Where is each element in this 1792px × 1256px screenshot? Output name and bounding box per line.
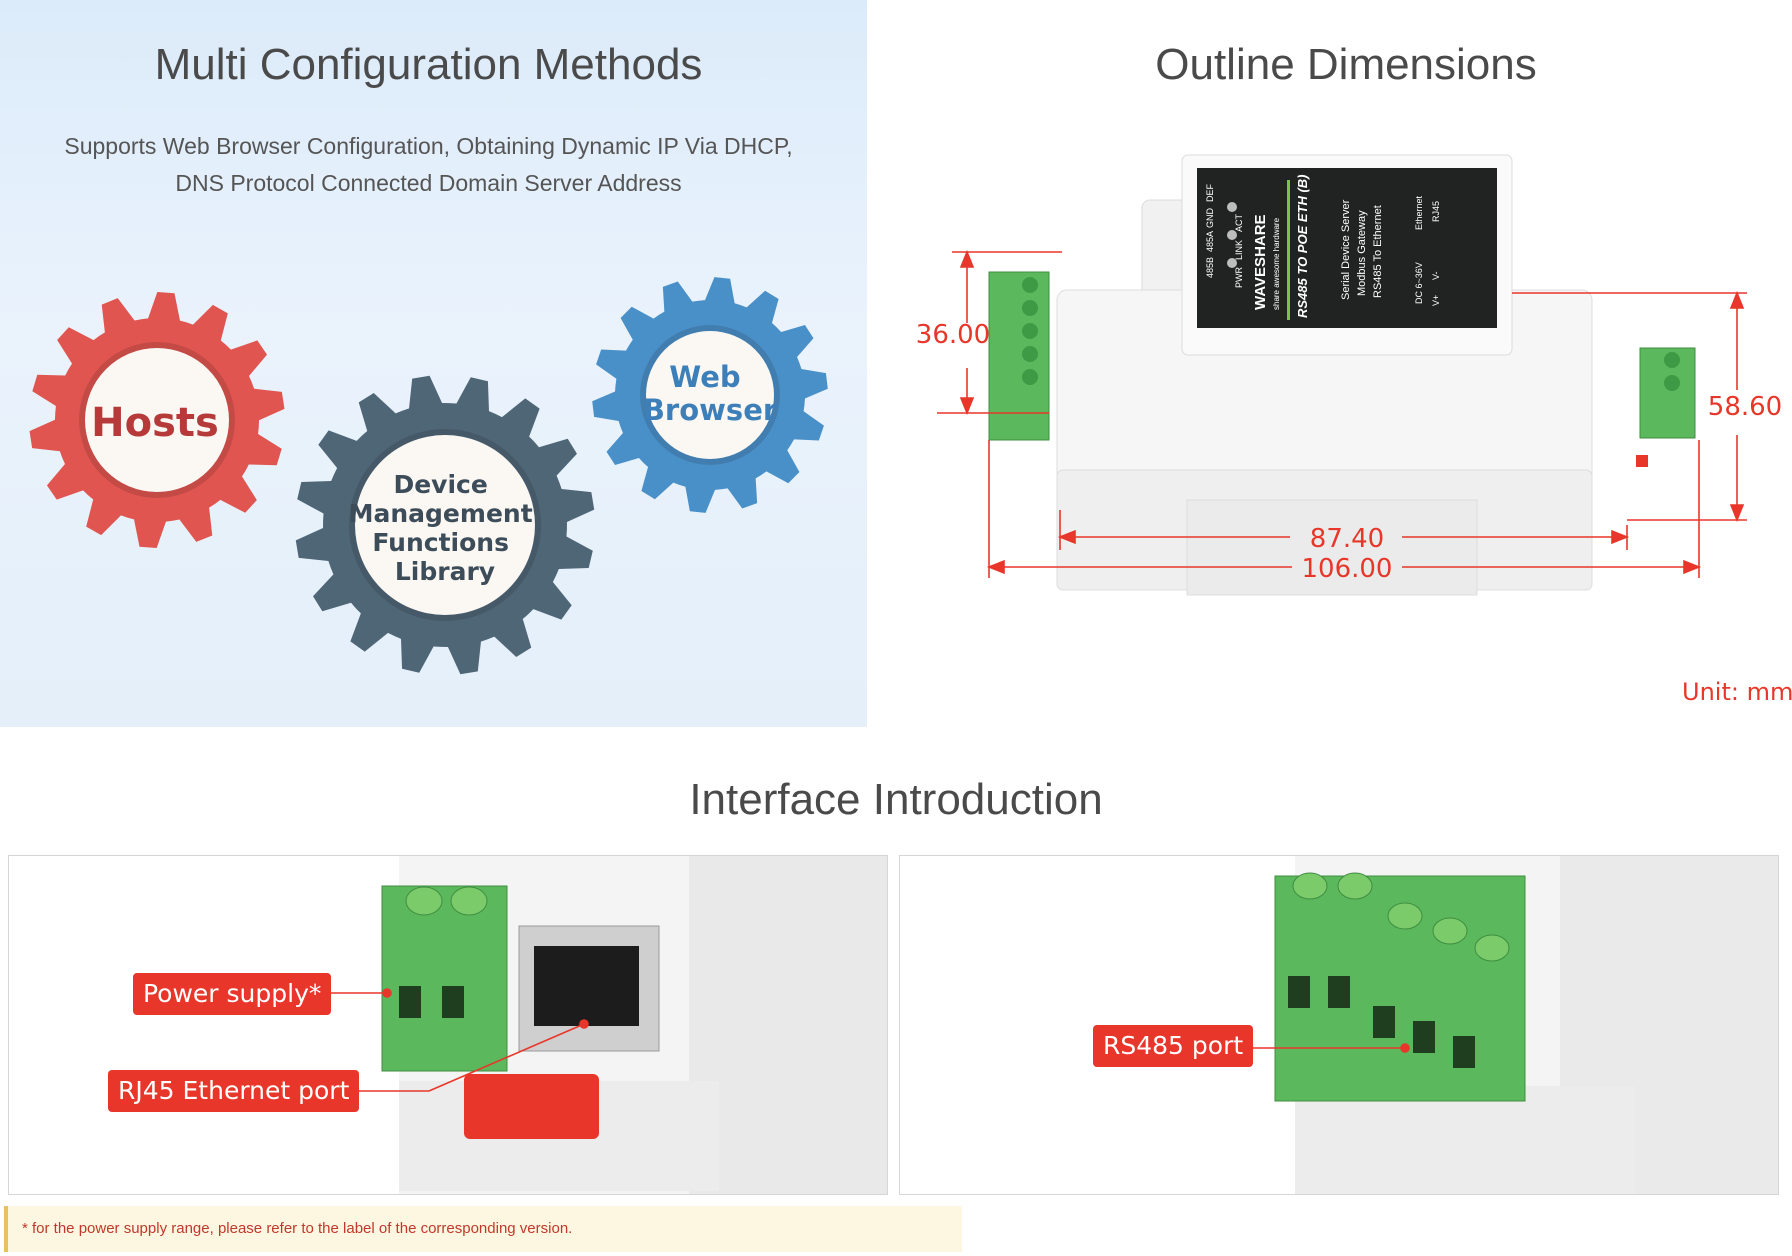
outline-dimensions-drawing: WAVESHARE share awesome hardware RS485 T… [916, 154, 1792, 706]
device-management-gear [295, 375, 595, 675]
rs485-port-callout: RS485 port [1093, 1025, 1254, 1067]
terminal-text: GND [1205, 208, 1215, 229]
gears-illustration: Hosts Device Management Functions Librar… [29, 277, 828, 675]
left-terminal-block [988, 271, 1050, 441]
right-terminal-block [1636, 347, 1696, 467]
config-methods-description: Supports Web Browser Configuration, Obta… [0, 128, 857, 202]
power-supply-footnote: * for the power supply range, please ref… [4, 1206, 962, 1252]
led-text: PWR [1234, 267, 1244, 288]
web-gear-label-line: Web [669, 360, 740, 394]
led-indicator [1227, 230, 1237, 240]
config-methods-title: Multi Configuration Methods [154, 40, 703, 89]
port-text: RJ45 [1431, 201, 1441, 222]
led-text: ACT [1234, 213, 1244, 232]
power-rj45-illustration [321, 856, 887, 1194]
terminal-text: 485B [1205, 257, 1215, 278]
led-indicator [1227, 202, 1237, 212]
led-indicator [1227, 258, 1237, 268]
web-gear-label-line: Browser [643, 393, 778, 427]
model-text: RS485 TO POE ETH (B) [1295, 174, 1310, 318]
description-line-2: DNS Protocol Connected Domain Server Add… [175, 170, 682, 196]
din-clip [464, 1074, 599, 1139]
device-gear-label: Device Management Functions Library [349, 470, 542, 586]
power-terminal-block [381, 885, 508, 1072]
device-gear-label-line: Device [393, 470, 487, 499]
rs485-illustration [1233, 856, 1778, 1194]
width-outer-label: 106.00 [1302, 554, 1393, 584]
voltage-text: DC 6~36V [1414, 262, 1424, 304]
power-rj45-photo [8, 855, 888, 1195]
interface-introduction-title: Interface Introduction [689, 775, 1103, 824]
feature-text: RS485 To Ethernet [1372, 205, 1384, 298]
hosts-gear-label: Hosts [91, 400, 219, 446]
device-gear-label-line: Library [395, 557, 495, 586]
outline-dimensions-title: Outline Dimensions [1155, 40, 1537, 89]
gear-hub [85, 348, 229, 492]
gear-hub [646, 331, 774, 459]
pin-text: V+ [1431, 295, 1441, 306]
brand-tagline: share awesome hardware [1272, 217, 1281, 310]
gear-hub [355, 435, 535, 615]
callout-leaders [1233, 1043, 1410, 1053]
rs485-terminal-block [1274, 872, 1526, 1102]
terminal-text: DEF [1205, 183, 1215, 202]
device-body [1056, 154, 1593, 596]
config-methods-panel: Multi Configuration Methods Supports Web… [0, 0, 867, 727]
description-line-1: Supports Web Browser Configuration, Obta… [64, 133, 793, 159]
led-text: LINK [1234, 240, 1244, 260]
rs485-photo [899, 855, 1779, 1195]
feature-text: Serial Device Server [1340, 199, 1352, 300]
height-left-label: 36.00 [916, 320, 990, 350]
width-inner-label: 87.40 [1310, 524, 1384, 554]
hosts-gear [29, 292, 285, 548]
dimension-lines [937, 249, 1747, 578]
web-gear-label: Web Browser [643, 360, 778, 427]
unit-label: Unit: mm [1682, 678, 1792, 706]
height-right-label: 58.60 [1708, 392, 1782, 422]
rj45-ethernet-port-callout: RJ45 Ethernet port [108, 1070, 360, 1112]
device-gear-label-line: Management [349, 499, 533, 528]
device-label: WAVESHARE share awesome hardware RS485 T… [1205, 174, 1441, 320]
power-supply-callout: Power supply* [133, 973, 332, 1015]
pin-text: V- [1431, 271, 1441, 280]
device-gear-label-line: Functions [372, 528, 509, 557]
terminal-text: 485A [1205, 231, 1215, 252]
rj45-jack [518, 925, 660, 1052]
web-browser-gear [592, 277, 828, 513]
brand-text: WAVESHARE [1252, 214, 1269, 310]
port-text: Ethernet [1414, 195, 1424, 230]
dimension-labels: 36.00 58.60 87.40 106.00 Unit: mm [916, 320, 1792, 706]
feature-text: Modbus Gateway [1356, 210, 1368, 296]
